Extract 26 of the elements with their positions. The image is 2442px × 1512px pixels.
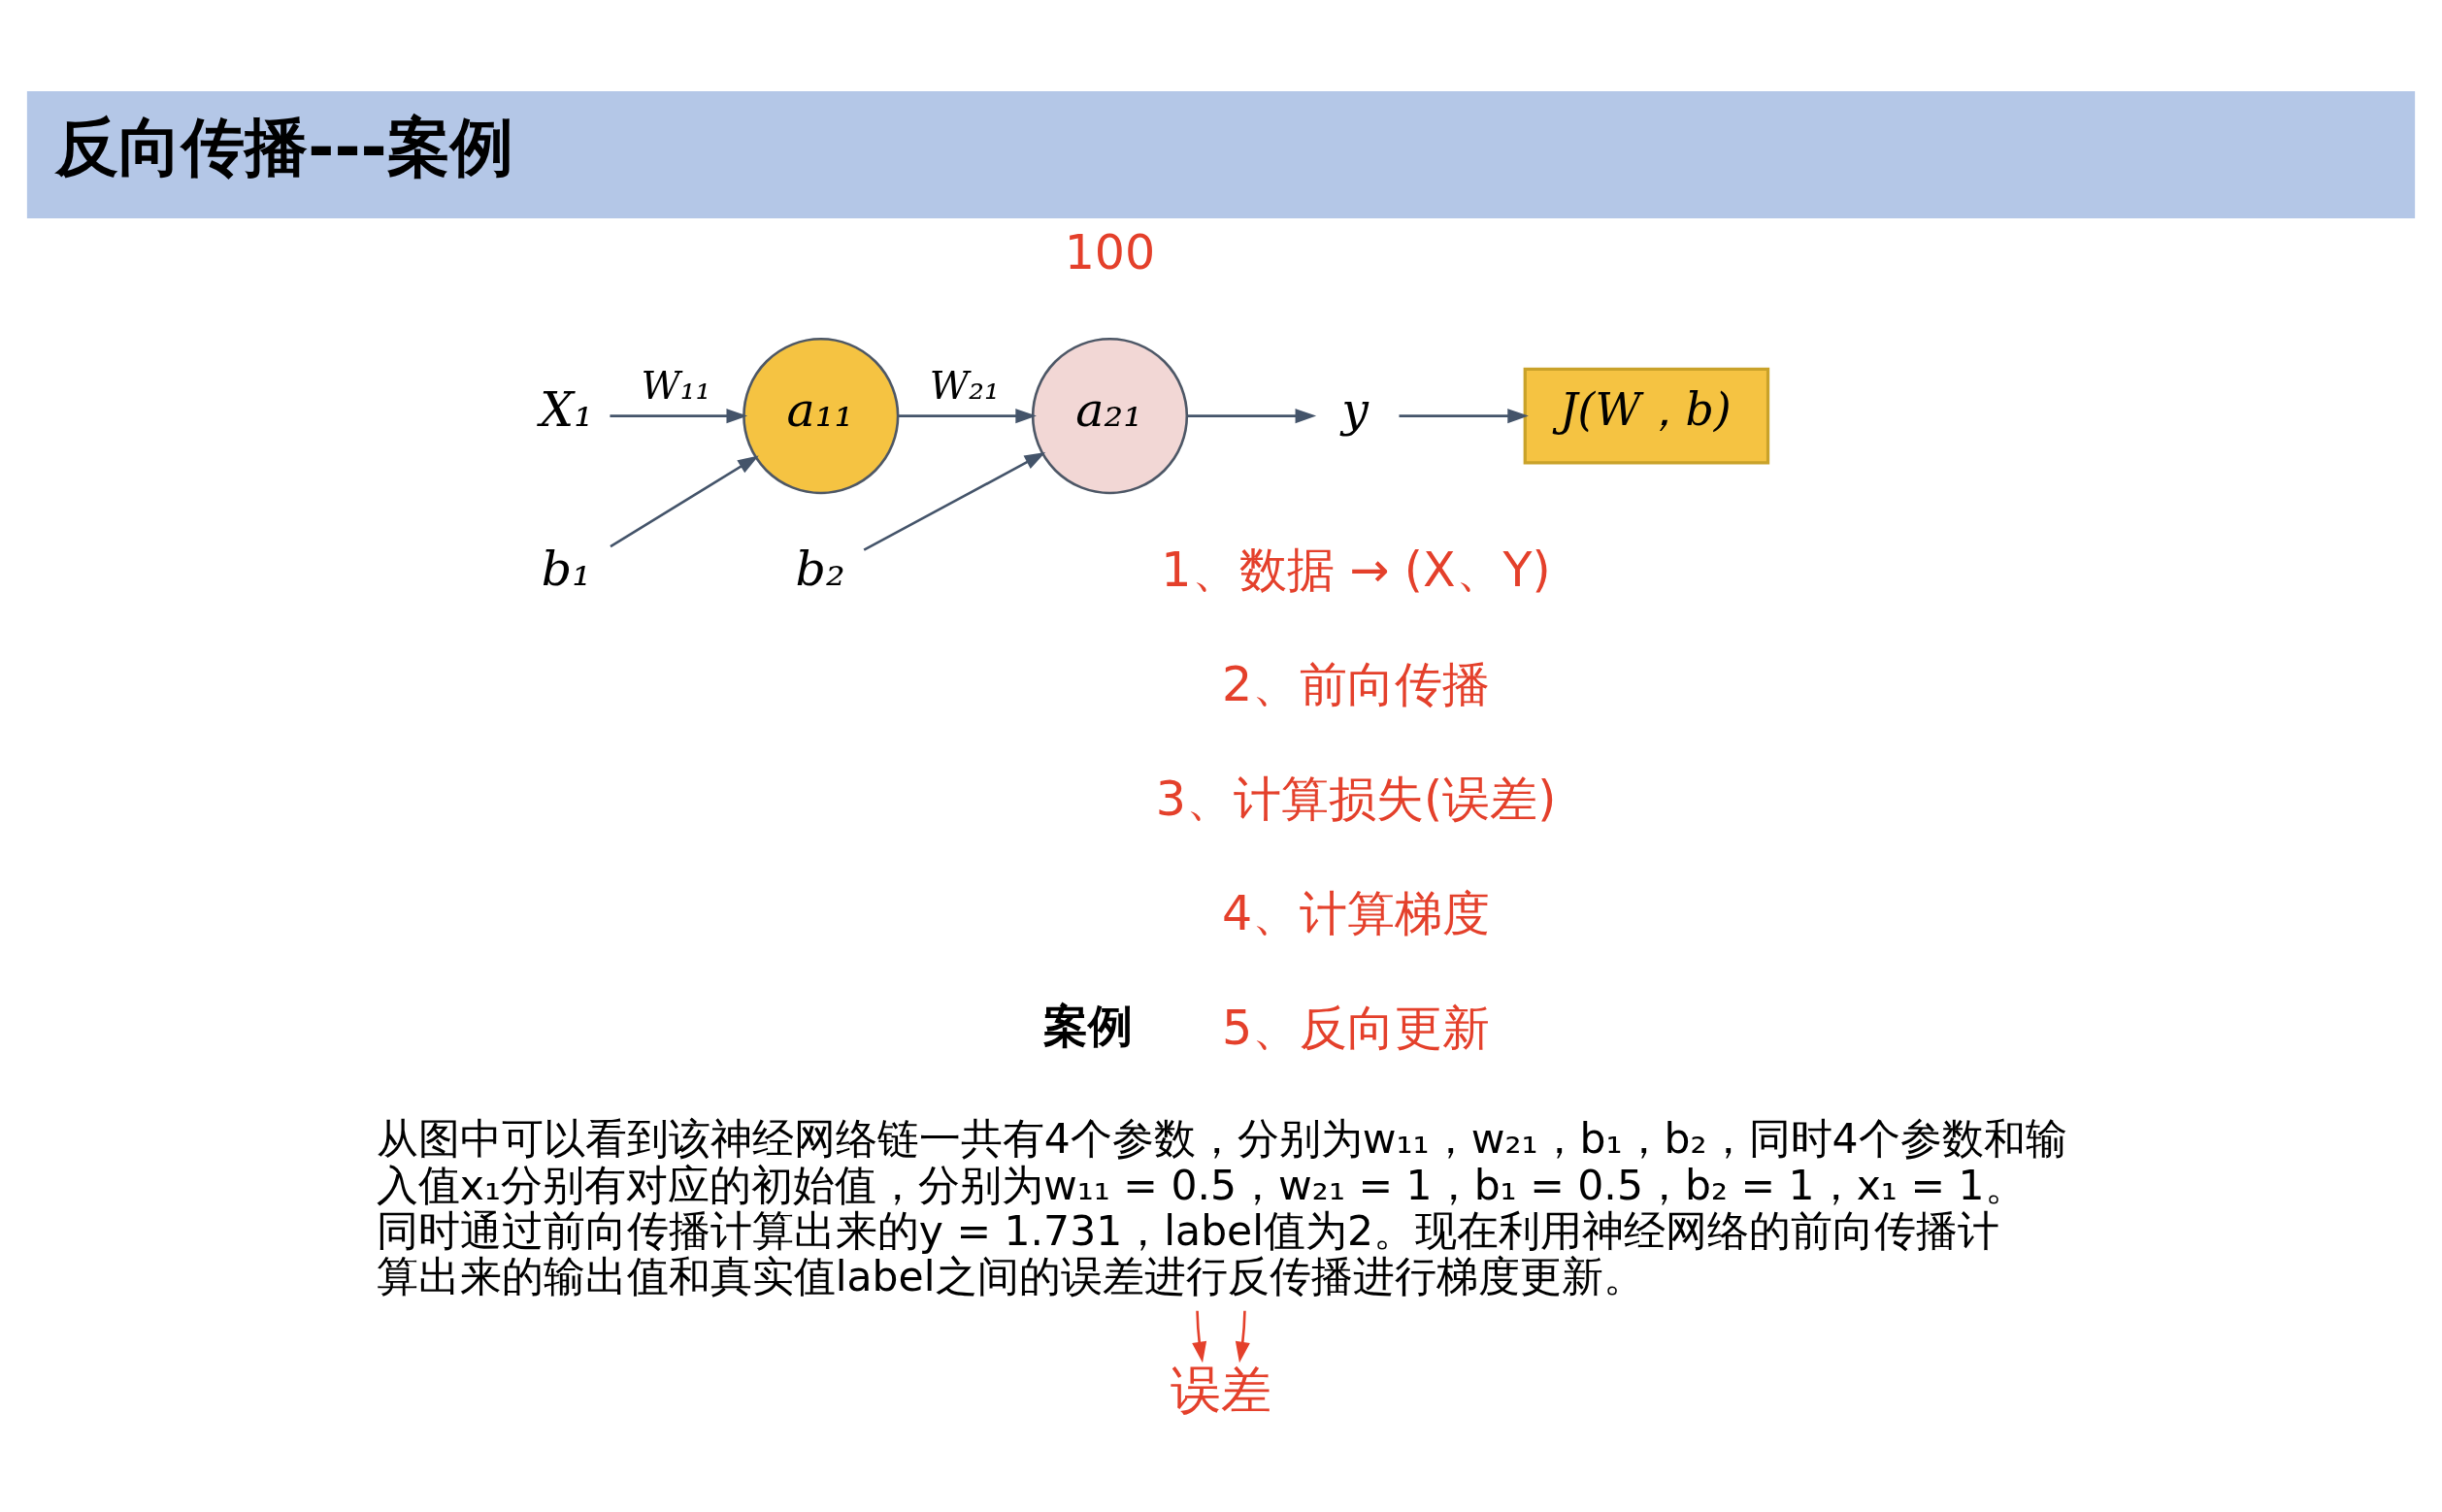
edge-label: W₂₁ bbox=[929, 363, 1000, 408]
arrow bbox=[863, 451, 1046, 551]
edge-label: W₁₁ bbox=[641, 363, 711, 408]
diagram-title: 反向传播---案例 bbox=[55, 109, 513, 183]
arrow bbox=[610, 408, 748, 423]
label: 案例 bbox=[1042, 999, 1133, 1052]
node-text: 误差 bbox=[1171, 1359, 1271, 1419]
label: 4、计算梯度 bbox=[1221, 884, 1491, 941]
node-text: y bbox=[1341, 380, 1370, 438]
arrow bbox=[1235, 1310, 1250, 1363]
label: 5、反向更新 bbox=[1221, 999, 1491, 1056]
arrow bbox=[1192, 1310, 1207, 1363]
arrow bbox=[1399, 408, 1529, 423]
arrow bbox=[1187, 408, 1317, 423]
node-circle: a₂₁ bbox=[1031, 337, 1189, 494]
label: 1、数据 → (X、Y) bbox=[1161, 541, 1551, 598]
node-circle: a₁₁ bbox=[742, 337, 900, 494]
node-text: b₂ bbox=[795, 540, 845, 597]
label: 3、计算损失(误差) bbox=[1155, 770, 1557, 827]
arrow bbox=[898, 408, 1037, 423]
node-text: 从图中可以看到该神经网络链一共有4个参数，分别为w₁₁，w₂₁，b₁，b₂，同时4个参数和输入值x₁分别有对应的初始值，分别为w₁₁ = 0.5，w₂₁ = 1，b₁ = 0.5，b₂ = 1，x₁ = 1。同时通过前向传播计算出来的y = 1.731，label值为2。现在利用神经网络的前向传播计算出来的输出值和真实值label之间的误差进行反传播进行梯度更新。 bbox=[376, 1114, 2067, 1300]
node-text: b₁ bbox=[541, 540, 591, 597]
node-box: J(W，b) bbox=[1523, 367, 1770, 464]
label: 100 bbox=[1064, 223, 1156, 280]
label: 2、前向传播 bbox=[1221, 655, 1491, 712]
arrow bbox=[610, 454, 759, 547]
